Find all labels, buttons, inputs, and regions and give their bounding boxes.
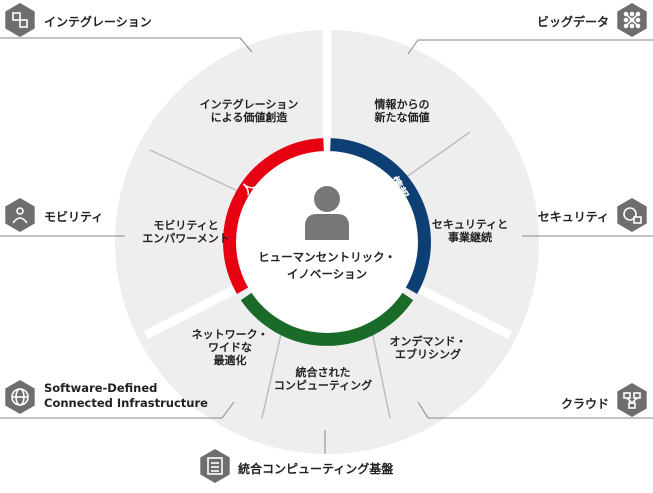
outer-label-security: セキュリティ <box>537 210 609 224</box>
outer-label-mobility: モビリティ <box>44 210 104 224</box>
center-title-line2: イノベーション <box>287 267 367 281</box>
segment-integrated-computing-line2: コンピューティング <box>273 379 373 392</box>
segment-network-wide-line1: ネットワーク・ <box>191 328 269 341</box>
outer-label-sdci: Software-Defined Connected Infrastructur… <box>44 381 208 411</box>
sdci-glyph <box>11 388 29 406</box>
segment-security-continuity-line2: 事業継続 <box>448 231 492 244</box>
outer-label-base: 統合コンピューティング基盤 <box>238 462 394 476</box>
person-icon <box>305 186 349 240</box>
bigdata-glyph <box>623 11 641 29</box>
segment-integration-value: インテグレーション による価値創造 <box>188 98 310 124</box>
security-glyph <box>623 207 642 224</box>
base-hex-bg <box>200 449 230 483</box>
core-ring <box>223 138 431 346</box>
leader-integration <box>0 37 253 53</box>
segment-integration-value-line2: による価値創造 <box>210 111 288 124</box>
puzzle-icon <box>5 3 35 37</box>
segment-mobility-empower-line2: エンパワーメント <box>142 232 230 245</box>
ring-arc-infra <box>240 292 414 346</box>
segment-on-demand: オンデマンド・ エブリシング <box>378 335 478 361</box>
mobility-hex-bg <box>5 198 35 232</box>
cloud-network-icon <box>617 383 647 417</box>
segment-integration-value-line1: インテグレーション <box>199 98 299 111</box>
segment-info-value-line1: 情報からの <box>374 98 430 111</box>
outer-label-sdci-line1: Software-Defined <box>44 381 158 395</box>
outer-label-bigdata: ビッグデータ <box>536 15 609 29</box>
outer-label-sdci-line2: Connected Infrastructure <box>44 396 208 410</box>
server-rack-icon <box>200 449 230 483</box>
people-icon <box>5 198 35 232</box>
segment-network-wide: ネットワーク・ ワイドな 最適化 <box>180 328 280 367</box>
center-disc <box>236 151 418 333</box>
segment-network-wide-line2: ワイドな <box>208 341 252 354</box>
segment-integrated-computing: 統合された コンピューティング <box>268 366 378 392</box>
hex-icons <box>5 3 647 483</box>
leader-lines <box>0 37 653 454</box>
segment-mobility-empower: モビリティと エンパワーメント <box>130 219 242 245</box>
segment-network-wide-line3: 最適化 <box>213 354 247 367</box>
outer-label-cloud: クラウド <box>560 397 609 411</box>
globe-icon <box>5 380 35 414</box>
segment-on-demand-line1: オンデマンド・ <box>389 335 467 348</box>
segment-on-demand-line2: エブリシング <box>395 348 461 361</box>
cloud-hex-bg <box>617 383 647 417</box>
cloud-glyph <box>623 392 641 409</box>
leader-bigdata <box>407 39 653 55</box>
mobility-glyph <box>12 207 28 224</box>
inner-line-right <box>404 131 471 179</box>
segment-security-continuity-line1: セキュリティと <box>431 218 509 231</box>
leader-cloud <box>417 401 653 419</box>
ring-arc-info <box>330 138 431 294</box>
segment-info-value-line2: 新たな価値 <box>374 111 430 124</box>
segment-mobility-empower-line1: モビリティと <box>153 219 219 232</box>
ring-arc-people <box>223 138 324 294</box>
lock-gear-icon <box>617 198 647 232</box>
integration-glyph <box>12 12 28 28</box>
inner-line-left <box>149 149 241 193</box>
leader-sdci <box>0 401 235 419</box>
center-title-line1: ヒューマンセントリック・ <box>258 250 396 264</box>
segment-integrated-computing-line1: 統合された <box>295 366 351 379</box>
base-glyph <box>207 457 223 475</box>
ring-label-infra: インフラ <box>301 314 349 328</box>
network-grid-icon <box>617 3 647 37</box>
segment-info-value: 情報からの 新たな価値 <box>362 98 442 124</box>
security-hex-bg <box>617 198 647 232</box>
outer-label-integration: インテグレーション <box>44 15 152 29</box>
segment-security-continuity: セキュリティと 事業継続 <box>420 218 520 244</box>
